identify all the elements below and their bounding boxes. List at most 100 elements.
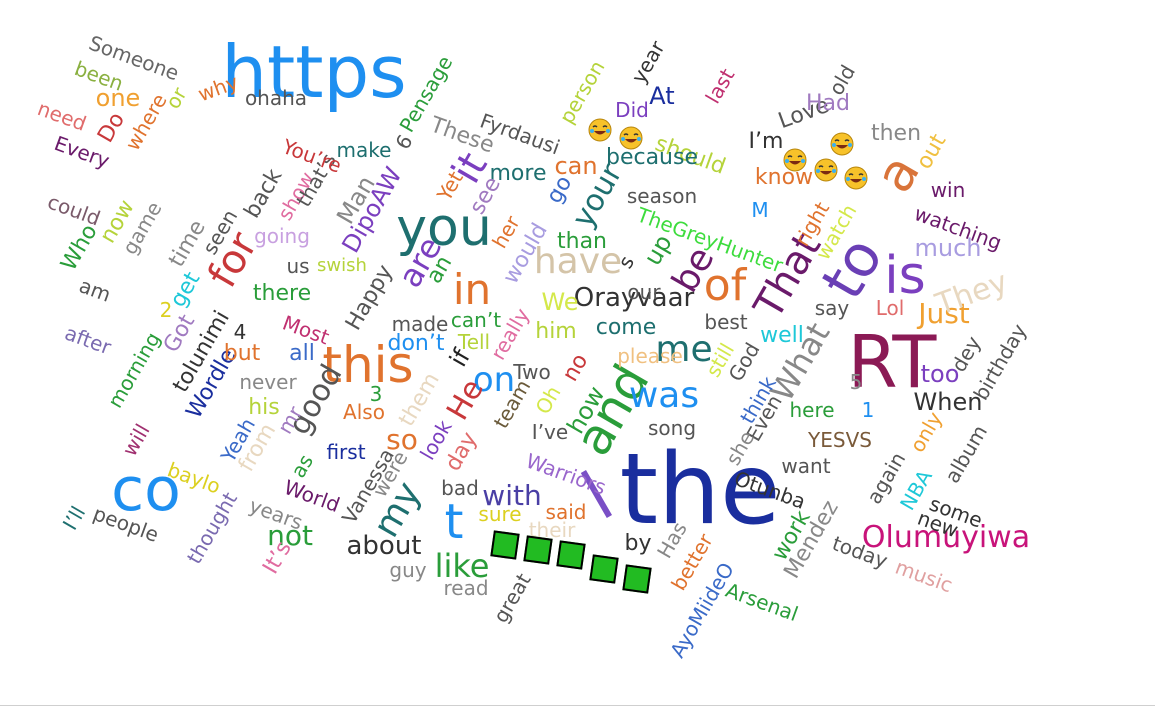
word-say: say bbox=[814, 296, 850, 320]
word-no: no bbox=[557, 349, 594, 386]
word-him: him bbox=[535, 319, 577, 344]
word-rt: RT bbox=[847, 320, 937, 404]
word-us: us bbox=[286, 254, 310, 278]
word-music: music bbox=[892, 554, 956, 598]
word-2: 2 bbox=[159, 298, 173, 322]
word-lol: Lol bbox=[875, 296, 905, 320]
word-did: Did bbox=[615, 98, 649, 122]
tears-of-joy-emoji bbox=[783, 148, 807, 172]
tears-of-joy-emoji bbox=[588, 118, 612, 142]
word-ohaha: ohaha bbox=[244, 86, 308, 110]
word-me: me bbox=[655, 329, 713, 370]
word-made: made bbox=[391, 312, 449, 336]
word-one: one bbox=[95, 84, 141, 112]
word-who: Who bbox=[56, 220, 103, 276]
word-dont: don’t bbox=[387, 331, 445, 356]
word-our: our bbox=[627, 280, 661, 304]
word-so: so bbox=[386, 423, 418, 456]
word-yesvs: YESVS bbox=[808, 428, 872, 452]
green-square-icon bbox=[589, 554, 619, 584]
green-square-icon bbox=[523, 535, 553, 565]
word-https: https bbox=[221, 30, 407, 114]
word-arsenal: Arsenal bbox=[722, 577, 802, 627]
word-than: than bbox=[557, 229, 607, 254]
word-when: When bbox=[913, 388, 983, 416]
word-is: is bbox=[884, 246, 926, 306]
word-ive: I’ve bbox=[531, 420, 569, 444]
word-well: well bbox=[760, 323, 804, 348]
word-5: 5 bbox=[849, 370, 863, 394]
word-they: They bbox=[931, 264, 1013, 323]
word-ill: I’ll bbox=[57, 501, 91, 535]
word-two: Two bbox=[513, 360, 551, 384]
word-year: year bbox=[626, 36, 670, 88]
word-im: I’m bbox=[748, 129, 784, 154]
word-sure: sure bbox=[478, 502, 522, 526]
word-much: much bbox=[914, 234, 982, 262]
word-then: then bbox=[870, 121, 922, 146]
word-am: am bbox=[75, 273, 115, 307]
word-know: know bbox=[754, 165, 814, 190]
word-best: best bbox=[704, 310, 748, 334]
word-too: too bbox=[920, 360, 960, 388]
word-season: season bbox=[626, 184, 698, 208]
word-about: about bbox=[346, 531, 422, 561]
tears-of-joy-emoji bbox=[844, 166, 868, 190]
word-because: because bbox=[605, 145, 699, 170]
word-orayvaar: Orayvaar bbox=[573, 283, 695, 313]
green-square-icon bbox=[490, 530, 520, 560]
word-morning: morning bbox=[102, 327, 166, 413]
word-first: first bbox=[326, 440, 366, 464]
word-person: person bbox=[554, 56, 610, 128]
word-you: you bbox=[396, 198, 492, 258]
word-oh: Oh bbox=[530, 381, 566, 419]
word-tell: Tell bbox=[457, 330, 491, 354]
word-swish: swish bbox=[317, 255, 367, 276]
word-bad: bad bbox=[441, 476, 479, 500]
word-great: great bbox=[488, 569, 536, 627]
word-said: said bbox=[545, 500, 587, 524]
green-square-icon bbox=[556, 540, 586, 570]
word-t: t bbox=[444, 494, 464, 550]
bottom-rule bbox=[0, 705, 1155, 706]
word-please: please bbox=[617, 344, 683, 368]
word-not: not bbox=[267, 519, 313, 552]
word-just: Just bbox=[918, 297, 970, 330]
word-by: by bbox=[624, 531, 652, 556]
word-cant: can’t bbox=[450, 308, 502, 332]
word-thought: thought bbox=[181, 487, 243, 569]
word-on: on bbox=[472, 360, 516, 400]
word-here: here bbox=[789, 398, 835, 422]
word-at: At bbox=[649, 82, 675, 110]
word-with: with bbox=[482, 479, 542, 512]
word-olumuyiwa: Olumuyiwa bbox=[861, 520, 1031, 555]
word-can: can bbox=[554, 152, 598, 180]
tears-of-joy-emoji bbox=[830, 132, 854, 156]
word-win: win bbox=[930, 178, 966, 202]
word-could: could bbox=[44, 189, 104, 231]
word-after: after bbox=[61, 320, 115, 360]
word-never: never bbox=[239, 370, 297, 394]
word-song: song bbox=[647, 416, 697, 440]
word-4: 4 bbox=[233, 320, 247, 344]
word-want: want bbox=[781, 454, 831, 478]
word-their: their bbox=[528, 518, 576, 542]
tears-of-joy-emoji bbox=[619, 126, 643, 150]
word-album: album bbox=[939, 420, 993, 488]
word-his: his bbox=[248, 395, 280, 420]
word-come: come bbox=[595, 315, 657, 340]
word-was: was bbox=[628, 375, 700, 416]
word-but: but bbox=[223, 341, 261, 366]
word-make: make bbox=[336, 138, 392, 162]
tears-of-joy-emoji bbox=[814, 158, 838, 182]
word-going: going bbox=[254, 224, 310, 248]
word-have: have bbox=[533, 241, 623, 282]
word-last: last bbox=[700, 64, 740, 108]
green-square-icon bbox=[622, 564, 652, 594]
word-this: this bbox=[322, 336, 414, 394]
word-m: M bbox=[751, 198, 769, 222]
word-3: 3 bbox=[369, 382, 383, 406]
word-we: We bbox=[541, 288, 579, 316]
word-of: of bbox=[703, 260, 747, 311]
